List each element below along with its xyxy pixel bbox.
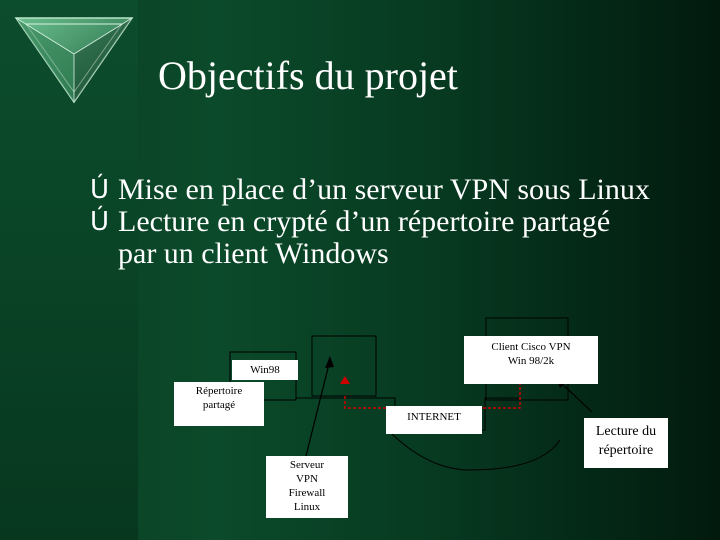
client-line: Client Cisco VPN <box>491 341 571 353</box>
bullet-check-icon: Ú <box>90 207 110 237</box>
reading-line: répertoire <box>598 443 654 458</box>
bullet-text: Lecture en crypté d’un répertoire partag… <box>118 205 611 270</box>
shared-folder-line: partagé <box>202 399 236 411</box>
bullet-text: Mise en place d’un serveur VPN sous Linu… <box>118 173 650 206</box>
server-line: VPN <box>295 473 318 485</box>
internet-box: INTERNET <box>386 406 482 434</box>
slide-title: Objectifs du projet <box>158 53 458 98</box>
win98-label: Win98 <box>232 360 298 380</box>
server-line: Firewall <box>288 487 326 499</box>
server-line: Linux <box>293 501 321 513</box>
reading-line: Lecture du <box>595 424 657 439</box>
bullet-list: Ú Mise en place d’un serveur VPN sous Li… <box>90 174 650 270</box>
server-pointer <box>305 359 331 457</box>
server-line: Serveur <box>289 459 325 471</box>
server-frame <box>311 335 377 397</box>
reading-note: Lecture du répertoire <box>584 418 668 468</box>
bullet-item: Ú Mise en place d’un serveur VPN sous Li… <box>90 174 650 206</box>
shared-folder-box: Répertoire partagé <box>174 382 264 426</box>
client-box: Client Cisco VPN Win 98/2k <box>464 336 598 384</box>
arrow-up-icon <box>340 376 350 384</box>
bullet-item: Ú Lecture en crypté d’un répertoire part… <box>90 206 650 270</box>
server-box: Serveur VPN Firewall Linux <box>266 456 348 518</box>
internet-cloud <box>391 433 561 471</box>
pyramid-logo-icon <box>14 17 134 104</box>
shared-folder-line: Répertoire <box>195 385 243 397</box>
vpn-tunnel-path <box>344 372 521 409</box>
bullet-check-icon: Ú <box>90 175 110 205</box>
client-line: Win 98/2k <box>507 355 555 367</box>
reading-pointer <box>557 379 593 413</box>
